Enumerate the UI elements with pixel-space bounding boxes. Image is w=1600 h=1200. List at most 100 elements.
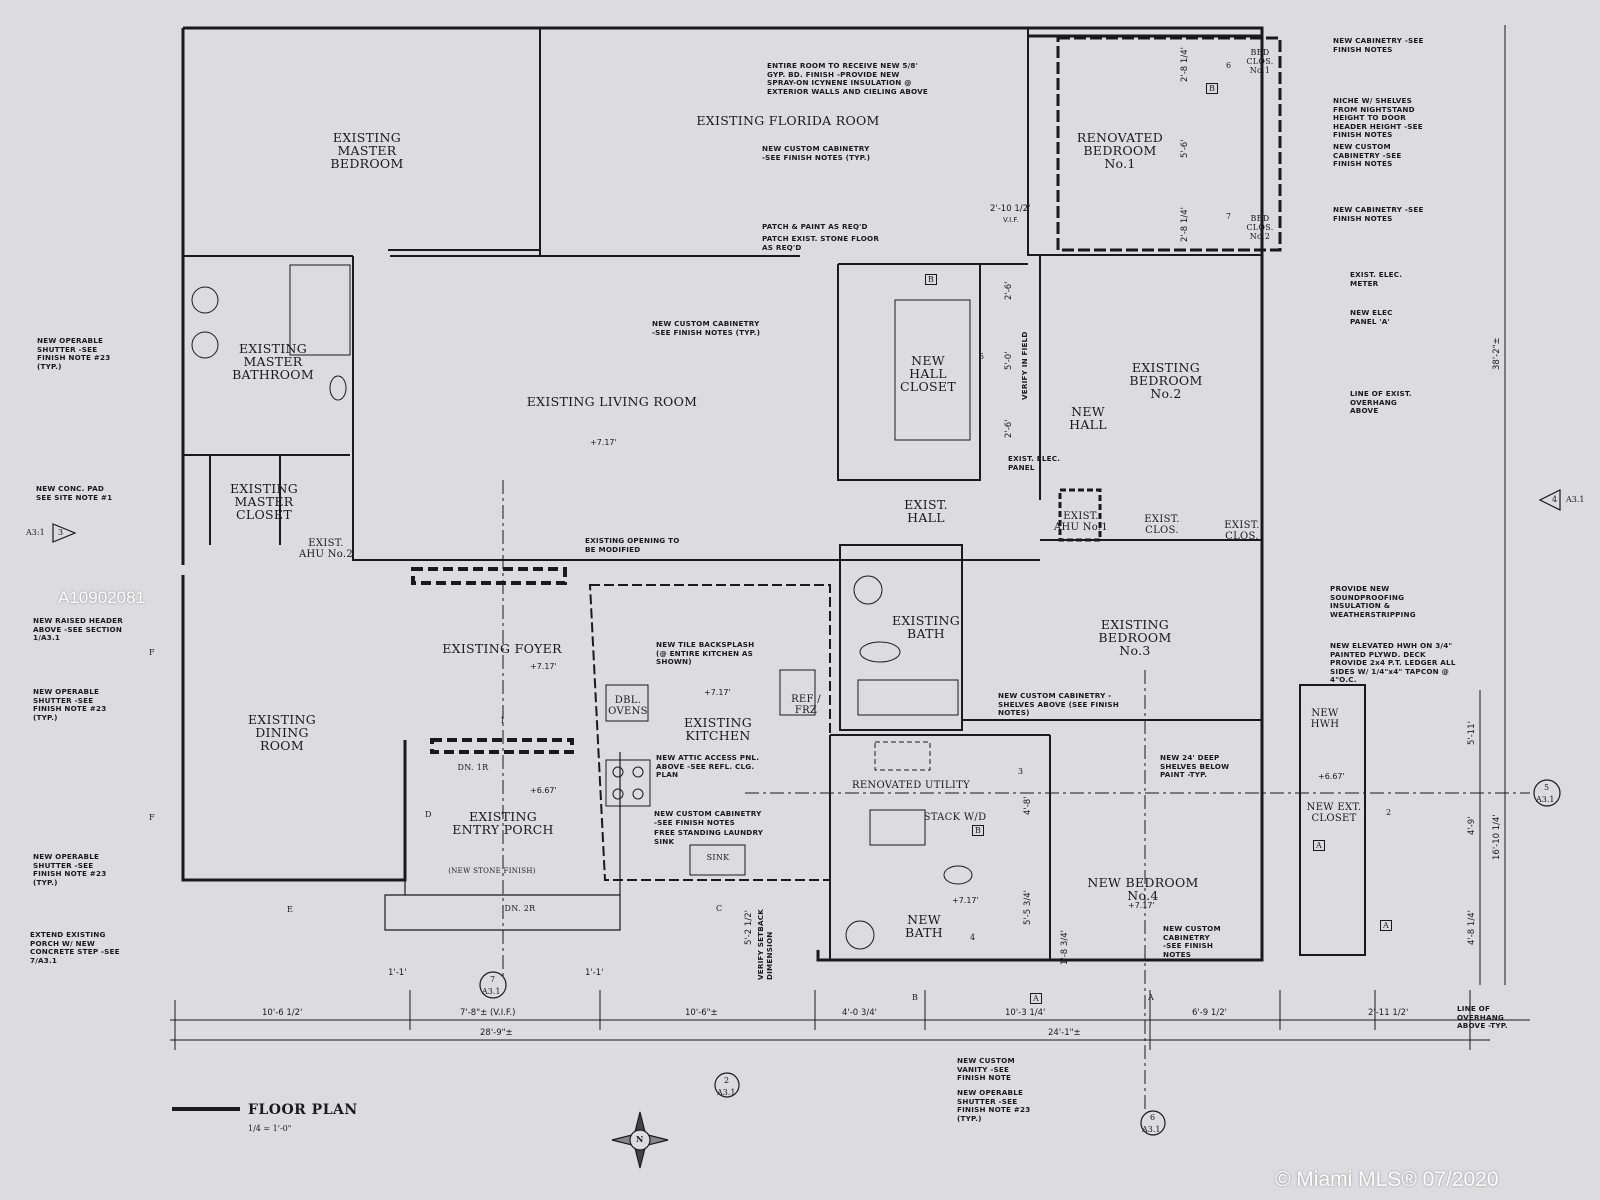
section-7-sheet: A3.1 (482, 987, 501, 996)
stair-down-2r: DN. 2R (504, 904, 536, 913)
note-raised-header: NEW RAISED HEADER ABOVE -SEE SECTION 1/A… (33, 616, 123, 643)
room-florida-room: EXISTING FLORIDA ROOM (696, 113, 880, 128)
note-shutter-4: NEW OPERABLE SHUTTER -SEE FINISH NOTE #2… (957, 1088, 1031, 1123)
room-master-closet: EXISTING MASTER CLOSET (229, 481, 299, 522)
room-hall-closet: NEW HALL CLOSET (900, 353, 956, 394)
room-renovated-utility: RENOVATED UTILITY (852, 780, 970, 791)
dim-1: 10'-6 1/2' (262, 1008, 303, 1018)
note-laundry-sink: FREE STANDING LAUNDRY SINK (654, 828, 764, 846)
tag-6: 6 (1226, 61, 1232, 70)
note-vanity: NEW CUSTOM VANITY -SEE FINISH NOTE (957, 1056, 1015, 1083)
note-shutter-2: NEW OPERABLE SHUTTER -SEE FINISH NOTE #2… (33, 687, 107, 722)
tag-b-hall: B (925, 274, 937, 285)
drawing-title: FLOOR PLAN (248, 1102, 358, 1118)
room-new-ext-closet: NEW EXT. CLOSET (1306, 802, 1362, 824)
section-5-sheet: A3.1 (1536, 795, 1555, 804)
room-master-bathroom: EXISTING MASTER BATHROOM (232, 341, 314, 382)
dim-hc-a: 2'-6' (1004, 281, 1014, 300)
section-2-num: 2 (724, 1076, 730, 1085)
dim-2: 7'-8"± (V.I.F.) (460, 1008, 516, 1018)
note-cab-utility: NEW CUSTOM CABINETRY -SEE FINISH NOTES (654, 809, 762, 827)
note-cabinetry-florida: NEW CUSTOM CABINETRY -SEE FINISH NOTES (… (762, 144, 871, 162)
note-conc-pad: NEW CONC. PAD SEE SITE NOTE #1 (36, 484, 113, 502)
room-renovated-bedroom-1: RENOVATED BEDROOM No.1 (1076, 130, 1164, 171)
room-entry-porch: EXISTING ENTRY PORCH (452, 809, 554, 837)
note-backsplash: NEW TILE BACKSPLASH (@ ENTIRE KITCHEN AS… (656, 640, 755, 667)
new-stone-finish: (NEW STONE FINISH) (448, 867, 536, 875)
dim-r-4-9: 4'-9' (1467, 816, 1477, 835)
tag-a-2: A (1148, 993, 1154, 1002)
dim-b1-a: 2'-8 1/4' (1180, 47, 1190, 82)
room-exist-hall: EXIST. HALL (904, 497, 948, 525)
note-deep-shelves: NEW 24' DEEP SHELVES BELOW PAINT -TYP. (1160, 753, 1230, 780)
section-7-num: 7 (490, 975, 496, 984)
room-new-hall: NEW HALL (1069, 404, 1107, 432)
elevation-bath: +7.17' (952, 896, 979, 905)
note-gyp-bd: ENTIRE ROOM TO RECEIVE NEW 5/8' GYP. BD.… (767, 61, 929, 96)
room-exist-clos-1: EXIST. CLOS. (1144, 514, 1180, 536)
ref-frz: REF / FRZ (791, 694, 821, 716)
room-master-bedroom: EXISTING MASTER BEDROOM (330, 130, 404, 171)
note-attic: NEW ATTIC ACCESS PNL. ABOVE -SEE REFL. C… (656, 753, 760, 780)
section-6-sheet: A3.1 (1142, 1125, 1161, 1134)
section-4-num: 4 (1552, 495, 1558, 504)
dim-nb-a: 5'-5 3/4' (1023, 890, 1033, 925)
dim-b1-c: 2'-8 1/4' (1180, 207, 1190, 242)
title-underline (172, 1107, 240, 1111)
compass-rose-icon (611, 1111, 669, 1169)
dim-overall-right: 38'-2"± (1492, 337, 1502, 370)
center-lines (502, 480, 1530, 1110)
dim-4: 4'-0 3/4' (842, 1008, 877, 1018)
tag-5: 5 (979, 352, 985, 361)
tag-d: D (425, 810, 432, 819)
tag-f-2: F (149, 813, 155, 822)
dim-7: 2'-11 1/2' (1368, 1008, 1409, 1018)
interior-walls (183, 28, 1366, 960)
tag-7: 7 (1226, 212, 1232, 221)
tag-c: C (716, 904, 723, 913)
note-overhang-bottom: LINE OF OVERHANG ABOVE -TYP. (1457, 1004, 1508, 1031)
section-4-sheet: A3.1 (1566, 495, 1585, 504)
tag-2: 2 (1386, 808, 1392, 817)
dim-r-4-8: 4'-8 1/4' (1467, 910, 1477, 945)
dim-hc-c: 2'-6' (1004, 419, 1014, 438)
section-3-sheet: A3:1 (26, 528, 45, 537)
dim-total-left: 28'-9"± (480, 1028, 513, 1038)
dim-nb-c: 4'-8' (1023, 796, 1033, 815)
room-living-room: EXISTING LIVING ROOM (526, 394, 698, 409)
note-existing-opening: EXISTING OPENING TO BE MODIFIED (585, 536, 680, 554)
note-cab-bed4: NEW CUSTOM CABINETRY -SEE FINISH NOTES (1163, 924, 1221, 959)
note-cab-r2: NEW CUSTOM CABINETRY -SEE FINISH NOTES (1333, 142, 1402, 169)
room-kitchen: EXISTING KITCHEN (683, 715, 753, 743)
room-dining-room: EXISTING DINING ROOM (247, 712, 317, 753)
compass-north-label: N (636, 1134, 644, 1144)
dim-setback: 5'-2 1/2' (744, 910, 754, 945)
dim-nb-b: 1'-8 3/4' (1060, 930, 1070, 965)
stack-wd: STACK W/D (923, 812, 987, 823)
dim-hc-b: 5'-0' (1004, 351, 1014, 370)
tag-f-1: F (149, 648, 155, 657)
bed-closet-2: BED CLOS. No.2 (1246, 214, 1274, 241)
dim-total-right: 24'-1"± (1048, 1028, 1081, 1038)
note-patch-stone: PATCH EXIST. STONE FLOOR AS REQ'D (762, 234, 880, 252)
tag-3: 3 (1018, 767, 1024, 776)
elevation-bedroom4: +7.17' (1128, 901, 1155, 910)
tag-e: E (287, 905, 293, 914)
sink-label: SINK (706, 853, 730, 862)
tag-1: 1 (500, 716, 506, 725)
tag-a-3: A (1313, 840, 1325, 851)
dim-r-16: 16'-10 1/4' (1492, 814, 1502, 860)
elevation-foyer: +7.17' (530, 662, 557, 671)
tag-b-bottom: B (912, 993, 918, 1002)
note-patch-paint: PATCH & PAINT AS REQ'D (762, 222, 868, 231)
note-shutter-1: NEW OPERABLE SHUTTER -SEE FINISH NOTE #2… (37, 336, 111, 371)
stair-down-1r: DN. 1R (457, 763, 489, 772)
room-ahu-2: EXIST. AHU No.2 (298, 538, 354, 560)
new-hwh: NEW HWH (1310, 708, 1340, 730)
elevation-porch: +6.67' (530, 786, 557, 795)
room-ahu-1: EXIST. AHU No.1 (1053, 511, 1109, 533)
room-bedroom-3: EXISTING BEDROOM No.3 (1098, 617, 1172, 658)
room-new-bath: NEW BATH (905, 912, 943, 940)
section-2-sheet: A3.1 (717, 1088, 736, 1097)
